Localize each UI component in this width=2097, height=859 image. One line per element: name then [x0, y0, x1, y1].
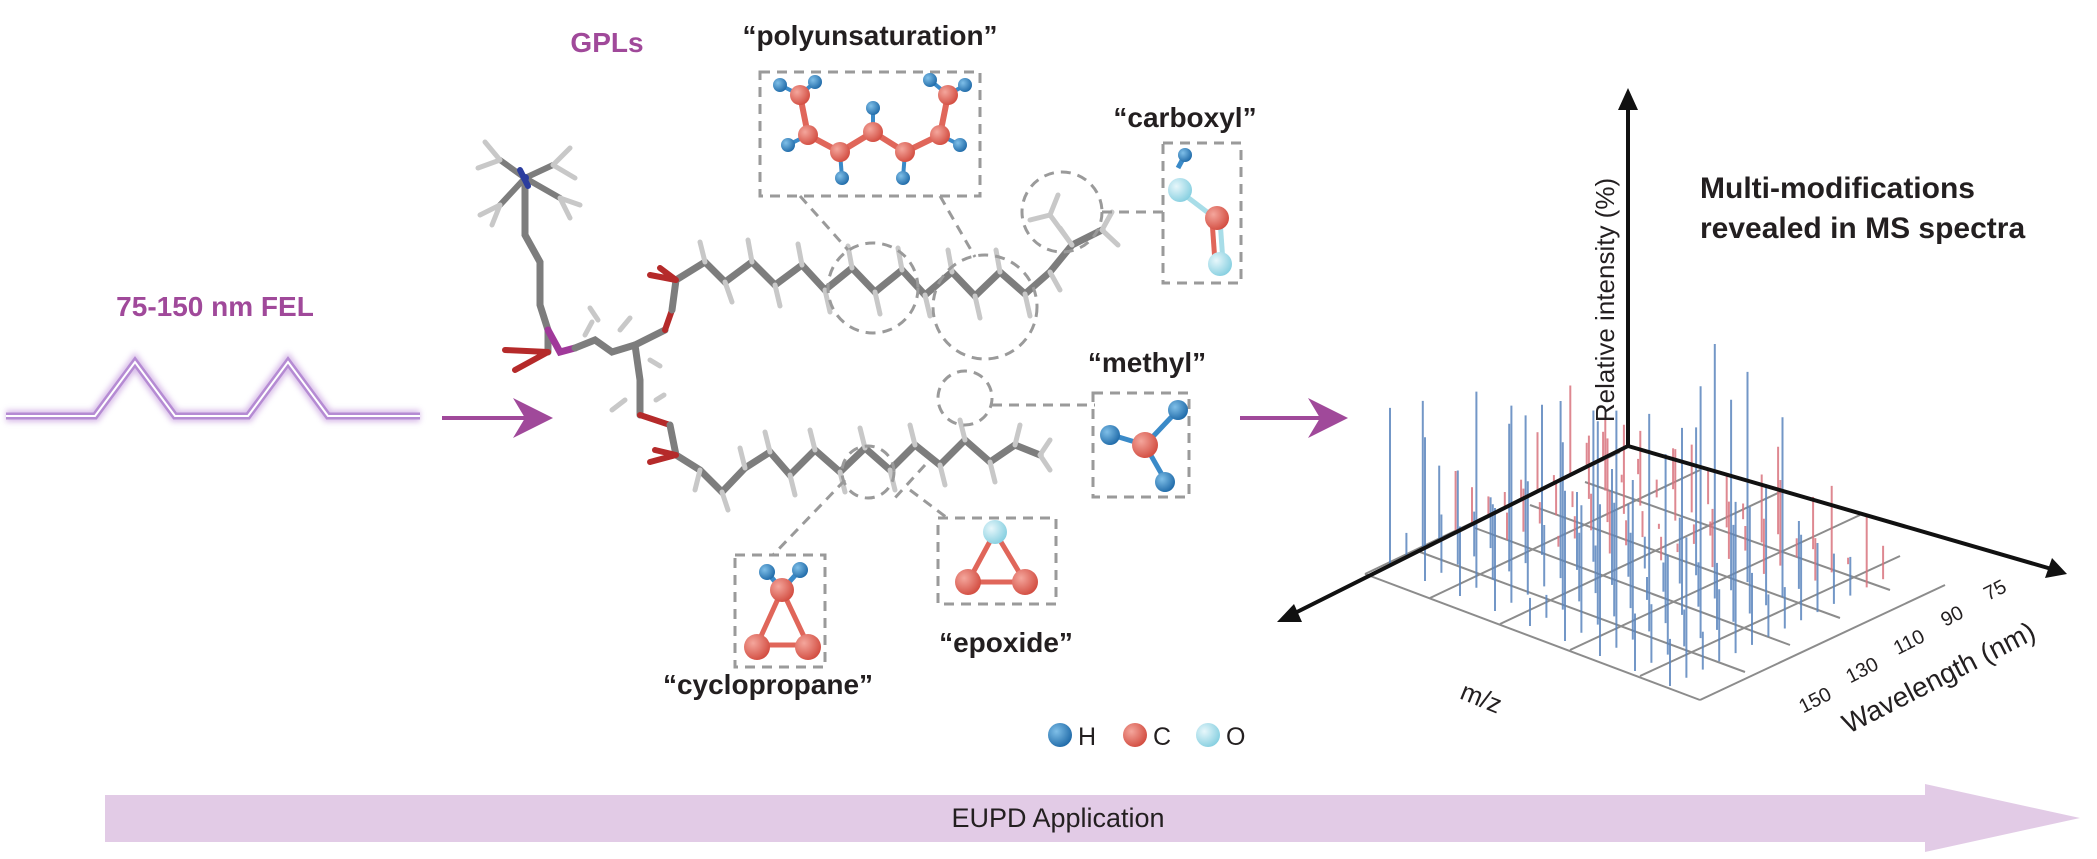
banner-arrow: [105, 784, 2080, 852]
spectrum-axes: [1284, 100, 2056, 620]
eupd-application-banner: EUPD Application: [105, 784, 2080, 852]
z-axis: [1627, 444, 2056, 572]
fel-label: 75-150 nm FEL: [116, 291, 314, 322]
legend-o-label: O: [1226, 723, 1245, 751]
polyunsaturation-inset: “polyunsaturation”: [742, 20, 998, 198]
lower-acyl-chain: [647, 417, 1053, 513]
legend-c-label: C: [1153, 723, 1171, 751]
fel-beam-icon: [6, 351, 420, 422]
glycerol-backbone: [609, 307, 675, 428]
connector-lines: [771, 195, 1163, 557]
epoxide-label: “epoxide”: [939, 627, 1073, 658]
spectrum-headline-line1: Multi-modifications: [1700, 172, 1975, 205]
y-axis-label: Relative intensity (%): [1590, 178, 1620, 422]
ms-spectrum-3d: Multi-modifications revealed in MS spect…: [1277, 88, 2067, 740]
spectrum-headline-line2: revealed in MS spectra: [1700, 212, 2025, 245]
methyl-inset: “methyl”: [1088, 347, 1206, 499]
cyclopropane-box: [733, 553, 827, 669]
x-axis-label: m/z: [1456, 676, 1506, 720]
cyclopropane-inset: “cyclopropane”: [663, 553, 873, 700]
wavelength-tick: 130: [1842, 653, 1882, 688]
banner-label: EUPD Application: [951, 803, 1164, 833]
y-axis-arrowhead: [1618, 88, 1638, 110]
carboxyl-inset: “carboxyl”: [1113, 102, 1257, 285]
gpl-molecule: GPLs: [475, 27, 1163, 557]
gpl-label: GPLs: [570, 27, 643, 58]
epoxide-inset: “epoxide”: [936, 516, 1073, 658]
hydrogen-atom-icon: [1048, 723, 1072, 747]
upper-acyl-chain: [647, 192, 1121, 321]
legend-o: O: [1196, 723, 1245, 751]
wavelength-tick: 90: [1937, 602, 1967, 632]
carboxyl-box: [1161, 141, 1243, 285]
wavelength-tick: 110: [1890, 626, 1928, 660]
atom-legend: H C O: [1048, 723, 1245, 751]
fel-source: 75-150 nm FEL: [6, 291, 553, 438]
polyunsaturation-label: “polyunsaturation”: [742, 20, 997, 51]
headgroup: [475, 139, 639, 373]
z-axis-arrowhead: [2045, 558, 2067, 578]
legend-h: H: [1048, 723, 1096, 751]
legend-c: C: [1123, 723, 1171, 751]
carboxyl-label: “carboxyl”: [1113, 102, 1256, 133]
epoxide-box: [936, 516, 1058, 606]
wavelength-tick: 150: [1795, 683, 1835, 718]
carbon-atom-icon: [1123, 723, 1147, 747]
polyunsaturation-box: [758, 70, 982, 198]
methyl-box: [1091, 391, 1191, 499]
methyl-label: “methyl”: [1088, 347, 1206, 378]
spectrum-peaks: [1389, 344, 1885, 686]
x-axis: [1284, 444, 1629, 620]
wavelength-tick: 75: [1980, 576, 2010, 606]
oxygen-atom-icon: [1196, 723, 1220, 747]
cyclopropane-label: “cyclopropane”: [663, 669, 873, 700]
legend-h-label: H: [1078, 723, 1096, 751]
x-axis-arrowhead: [1277, 604, 1302, 622]
